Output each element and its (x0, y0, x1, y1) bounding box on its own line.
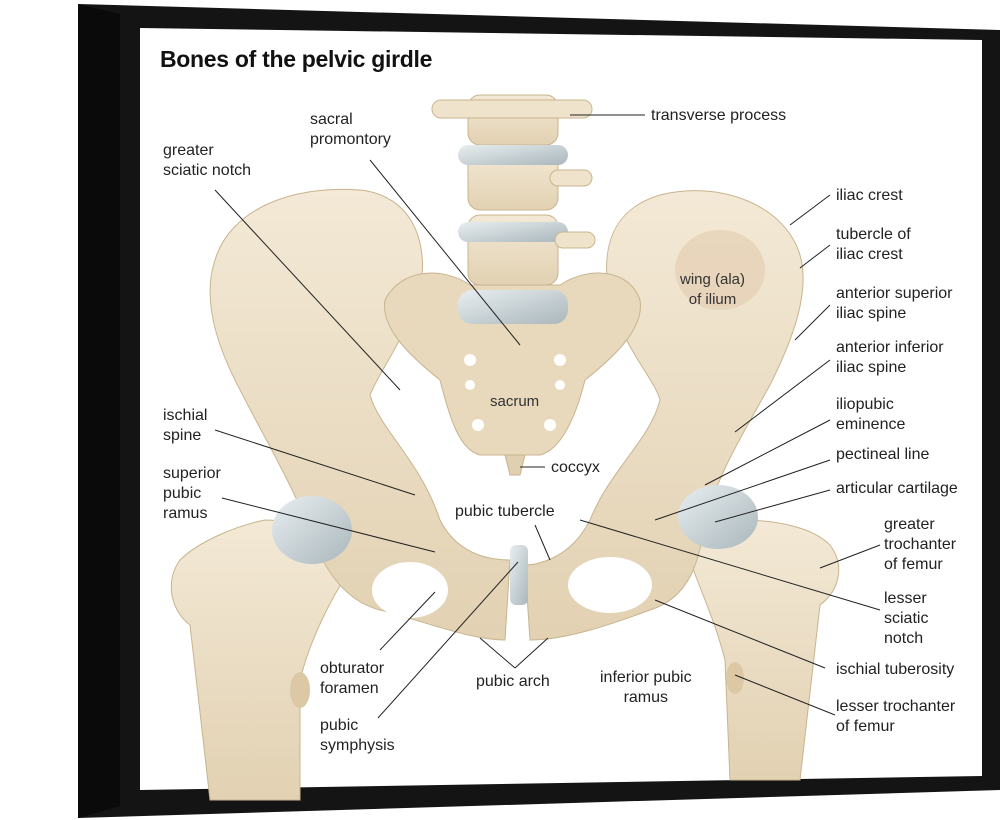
label-lesser-sciatic-notch: lesser sciatic notch (884, 590, 929, 647)
label-tubercle-iliac-crest: tubercle of iliac crest (836, 226, 911, 263)
label-pubic-symphysis: pubic symphysis (320, 717, 395, 754)
label-pubic-arch: pubic arch (476, 673, 550, 690)
label-sacrum: sacrum (490, 393, 540, 410)
right-hip-bone (524, 190, 804, 641)
lumbar-spine (431, 94, 596, 324)
label-ischial-tuberosity: ischial tuberosity (836, 661, 955, 678)
leader-iliopubic-eminence (704, 419, 831, 486)
label-transverse-process: transverse process (651, 107, 787, 124)
label-asis: anterior superior iliac spine (836, 285, 953, 322)
left-femur (170, 519, 351, 801)
left-hip-bone (209, 188, 511, 641)
leader-obturator-foramen (379, 591, 436, 651)
label-inferior-pubic-ramus: inferior pubic ramus (600, 669, 692, 706)
label-coccyx: coccyx (551, 459, 600, 476)
leader-ischial-spine (214, 429, 416, 496)
label-iliopubic-eminence: iliopubic eminence (836, 396, 906, 433)
label-pectineal-line: pectineal line (836, 446, 930, 463)
sacrum-bone (384, 272, 641, 476)
leader-pubic-arch-right (514, 637, 549, 669)
label-articular-cartilage: articular cartilage (836, 480, 958, 497)
label-iliac-crest: iliac crest (836, 187, 903, 204)
leader-sacral-promontory (369, 159, 521, 346)
leader-asis (794, 304, 831, 341)
leader-greater-sciatic-notch (214, 189, 401, 391)
label-ischial-spine: ischial spine (163, 407, 208, 444)
leader-superior-pubic-ramus (221, 497, 436, 553)
label-pubic-tubercle: pubic tubercle (455, 503, 555, 520)
leader-tubercle-iliac-crest (799, 244, 831, 269)
leader-articular-cartilage (714, 489, 831, 523)
leader-greater-trochanter (819, 544, 881, 569)
leader-ischial-tuberosity (654, 599, 826, 669)
label-sacral-promontory: sacral promontory (310, 111, 391, 148)
right-hip-cartilage (678, 485, 758, 549)
leader-pubic-tubercle (534, 524, 551, 561)
pubic-symphysis-cartilage (510, 545, 528, 605)
label-lesser-trochanter: lesser trochanter of femur (836, 698, 956, 735)
label-superior-pubic-ramus: superior pubic ramus (163, 465, 221, 522)
label-aiis: anterior inferior iliac spine (836, 339, 944, 376)
leader-pubic-arch-left (479, 637, 516, 669)
leader-iliac-crest (789, 194, 831, 226)
leader-pubic-symphysis (377, 561, 519, 719)
leader-aiis (734, 359, 831, 433)
label-obturator-foramen: obturator foramen (320, 660, 385, 697)
diagram-title: Bones of the pelvic girdle (160, 46, 433, 72)
label-greater-sciatic-notch: greater sciatic notch (163, 142, 252, 179)
label-wing-of-ilium: wing (ala) of ilium (680, 271, 746, 308)
leader-lines (214, 114, 881, 719)
label-greater-trochanter: greater trochanter of femur (884, 516, 957, 573)
leader-lesser-sciatic-notch (579, 519, 881, 611)
leader-lesser-trochanter (734, 674, 836, 716)
leader-pectineal-line (654, 459, 831, 521)
left-hip-cartilage (272, 496, 352, 564)
